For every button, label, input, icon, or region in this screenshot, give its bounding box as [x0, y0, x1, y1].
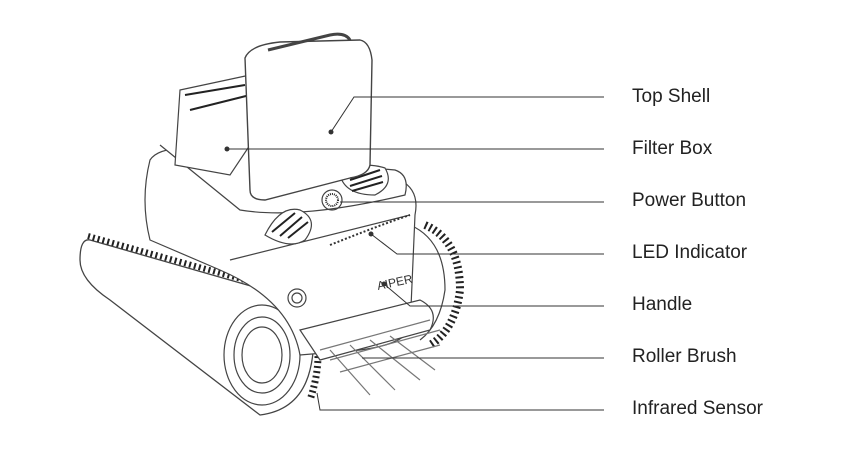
label-led-indicator: LED Indicator — [632, 242, 748, 263]
dot-filter-box — [224, 146, 230, 152]
dot-led-indicator — [368, 231, 374, 237]
leader-lines — [227, 96, 604, 411]
label-handle: Handle — [632, 294, 693, 315]
dot-top-shell — [328, 129, 334, 135]
leader-led-indicator — [370, 233, 604, 255]
wheel — [223, 304, 301, 406]
label-infrared-sensor: Infrared Sensor — [632, 398, 763, 419]
label-power-button: Power Button — [632, 190, 747, 211]
label-roller-brush: Roller Brush — [632, 346, 737, 367]
leader-top-shell — [330, 96, 604, 133]
leader-infrared-sensor — [316, 392, 604, 411]
top-shell-drawing — [159, 32, 407, 245]
leader-handle — [383, 283, 604, 307]
dot-handle — [381, 281, 387, 287]
label-top-shell: Top Shell — [632, 86, 711, 107]
label-filter-box: Filter Box — [632, 138, 713, 159]
